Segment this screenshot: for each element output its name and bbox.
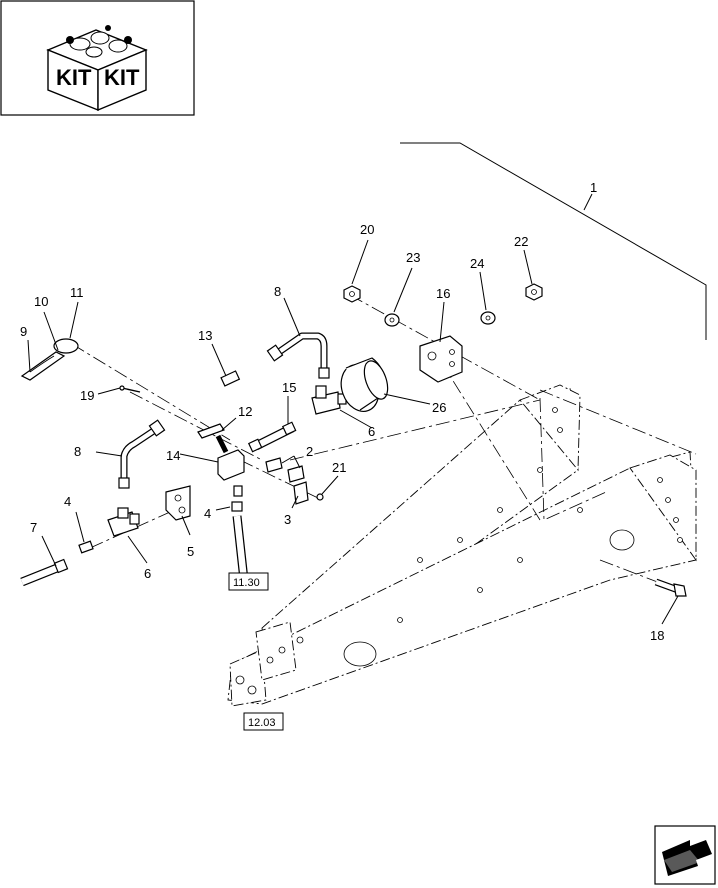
- screw-21: [316, 493, 324, 501]
- clip-12: [197, 423, 225, 439]
- callout-9: 9: [20, 324, 27, 339]
- reference-11-30-label: 11.30: [233, 577, 260, 589]
- kit-label-right: KIT: [104, 65, 140, 90]
- valve-14: [215, 434, 245, 497]
- callout-13: 13: [198, 328, 212, 343]
- fitting-4-center: [231, 501, 249, 581]
- tube-8-upper: [266, 332, 330, 379]
- callout-24: 24: [470, 256, 484, 271]
- tube-8-lower: [118, 419, 166, 489]
- next-page-arrow-icon[interactable]: [654, 825, 716, 885]
- reference-12-03-label: 12.03: [248, 717, 276, 729]
- manifold-block-16: [419, 335, 463, 383]
- bolt-18: [654, 578, 687, 597]
- callout-20: 20: [360, 222, 374, 237]
- callout-21: 21: [332, 460, 346, 475]
- callout-19: 19: [80, 388, 94, 403]
- hose-7: [20, 558, 69, 587]
- callout-22: 22: [514, 234, 528, 249]
- reference-box-11-30[interactable]: 11.30: [228, 572, 269, 591]
- callout-10: 10: [34, 294, 48, 309]
- nut-20: [343, 285, 361, 303]
- callout-3: 3: [284, 512, 291, 527]
- tee-fitting-6-lower: [107, 507, 140, 537]
- accumulator-26: [340, 357, 389, 412]
- clamp-3: [293, 481, 309, 505]
- callout-7: 7: [30, 520, 37, 535]
- nut-22: [525, 283, 543, 301]
- callout-23: 23: [406, 250, 420, 265]
- callout-14: 14: [166, 448, 180, 463]
- callout-4-left: 4: [64, 494, 71, 509]
- reference-box-12-03[interactable]: 12.03: [243, 712, 284, 731]
- callout-6-lower: 6: [144, 566, 151, 581]
- kit-box-icon: KIT KIT: [0, 0, 195, 116]
- callout-12: 12: [238, 404, 252, 419]
- callout-6-upper: 6: [368, 424, 375, 439]
- callout-labels: 1 2 3 4 4 5 6 6 7 8 8 9 10 11 12 13 14 1…: [20, 180, 664, 643]
- washer-24: [480, 311, 496, 325]
- boom-frame: [227, 384, 697, 707]
- fitting-13: [220, 370, 241, 387]
- leader-lines: [27, 193, 679, 625]
- tag-strap-part: [20, 338, 79, 381]
- hose-15: [247, 421, 297, 453]
- fitting-4-left: [78, 540, 94, 554]
- callout-1: 1: [590, 180, 597, 195]
- pin-part: [119, 385, 141, 393]
- kit-label-left: KIT: [56, 65, 92, 90]
- washer-23: [384, 313, 400, 327]
- tee-fitting-6-upper: [311, 385, 347, 415]
- bracket-5: [165, 485, 191, 521]
- callout-8-upper: 8: [274, 284, 281, 299]
- callout-18: 18: [650, 628, 664, 643]
- callout-8-lower: 8: [74, 444, 81, 459]
- assembly-bracket-1: [400, 142, 707, 340]
- clamp-2: [265, 457, 305, 483]
- callout-5: 5: [187, 544, 194, 559]
- callout-26: 26: [432, 400, 446, 415]
- callout-15: 15: [282, 380, 296, 395]
- callout-11: 11: [70, 285, 84, 300]
- callout-16: 16: [436, 286, 450, 301]
- callout-2: 2: [306, 444, 313, 459]
- callout-4-center: 4: [204, 506, 211, 521]
